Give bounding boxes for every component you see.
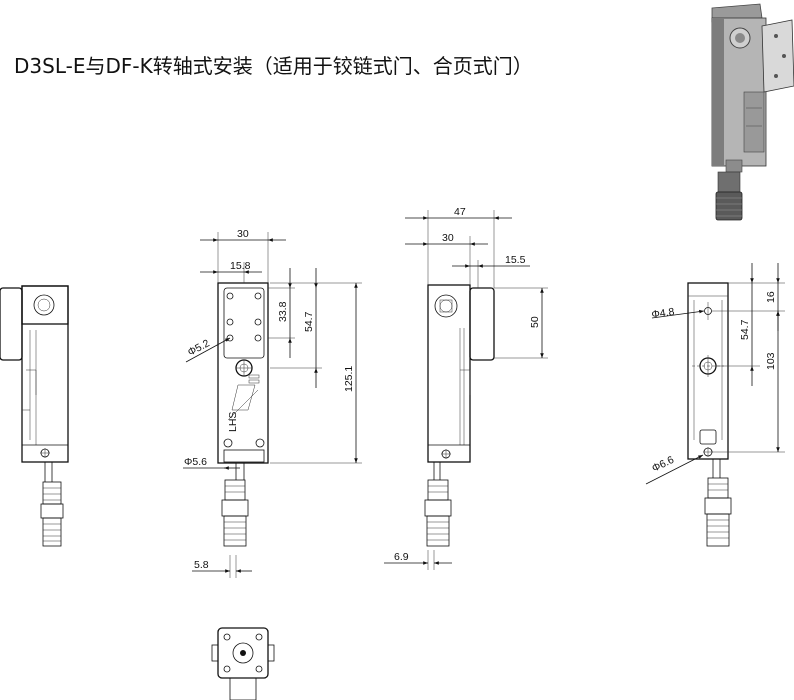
bottom-view	[211, 627, 275, 700]
dim-15-5: 15.5	[505, 254, 526, 266]
dim-30-side: 30	[442, 232, 454, 244]
side-view: 47 30 15.5 50 6.9	[384, 206, 548, 570]
dim-phi-5-6: Φ5.6	[184, 456, 207, 468]
dim-16: 16	[765, 291, 777, 303]
dim-50: 50	[529, 316, 541, 328]
dim-phi-4-8: Φ4.8	[651, 306, 676, 321]
dim-33-8: 33.8	[277, 301, 289, 322]
product-3d-image	[711, 3, 794, 221]
dim-47: 47	[454, 206, 466, 218]
dim-phi-6-6: Φ6.6	[650, 454, 676, 475]
left-side-view	[0, 285, 69, 547]
diagram-title: D3SL-E与DF-K转轴式安装（适用于铰链式门、合页式门）	[14, 54, 533, 78]
dim-125-1: 125.1	[343, 366, 355, 392]
dim-54-7-back: 54.7	[739, 319, 751, 340]
front-view: LHS 30 15.8 33.8	[183, 228, 362, 578]
dim-5-8: 5.8	[194, 559, 209, 571]
back-view: 16 54.7 103 Φ4.8 Φ6.6	[645, 263, 785, 547]
lhs-label: LHS	[227, 412, 239, 432]
dim-6-9: 6.9	[394, 551, 409, 563]
dim-15-8: 15.8	[230, 260, 251, 272]
dim-54-7-front: 54.7	[303, 311, 315, 332]
dim-30-front: 30	[237, 228, 249, 240]
dim-103: 103	[765, 352, 777, 370]
